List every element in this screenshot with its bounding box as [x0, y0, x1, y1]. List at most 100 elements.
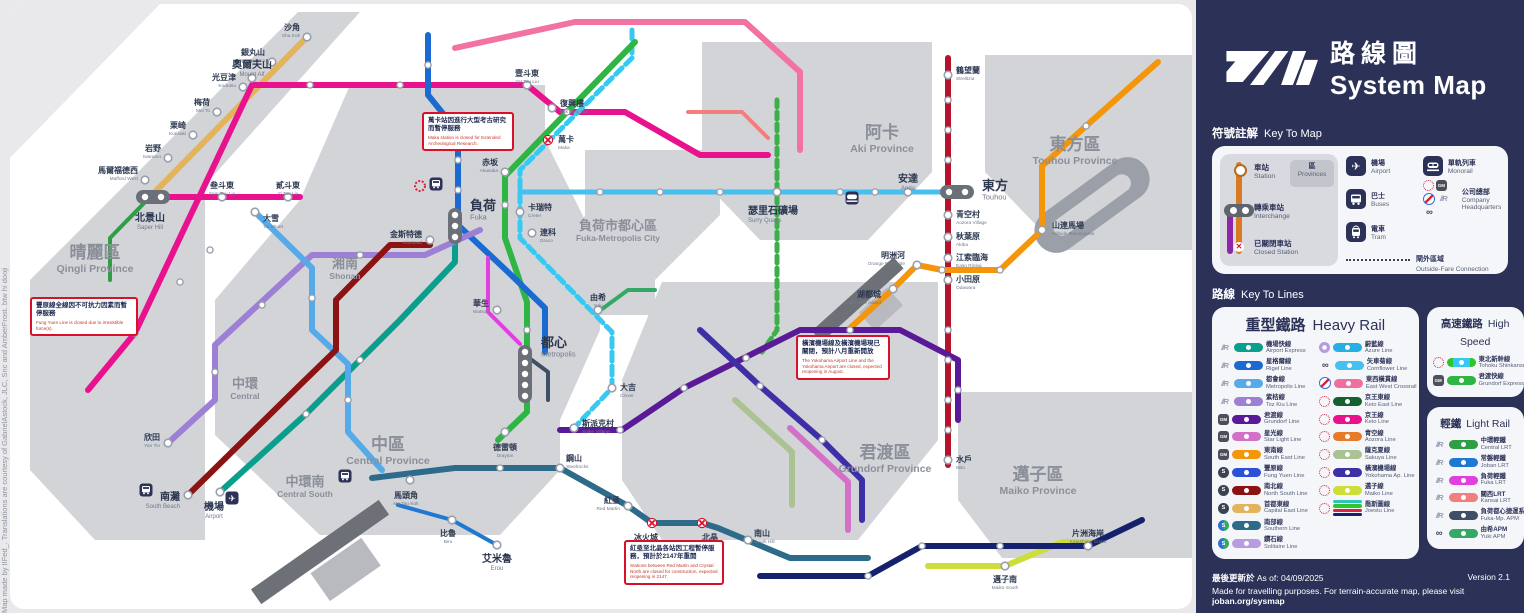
station-name-zh: 南灘 [160, 490, 180, 503]
map-station-dot [308, 294, 316, 302]
station-name-zh: 壹斗東 [515, 68, 539, 78]
station-name-zh: 秋葉原 [955, 231, 980, 241]
map-station [405, 475, 415, 485]
version-label: Version 2.1 [1467, 572, 1510, 582]
map-station-dot [306, 81, 314, 89]
line-pill [1234, 343, 1263, 353]
map-station [555, 463, 565, 473]
station-name-zh: 華生 [473, 298, 489, 308]
interchange-marker [1224, 204, 1254, 217]
map-station [188, 130, 198, 140]
station-name-zh: 江索臨海 [956, 252, 988, 262]
map-station [515, 207, 525, 217]
map-station [1000, 561, 1010, 571]
compass-logo-icon [1422, 193, 1435, 205]
map-station-dot [918, 542, 926, 550]
infinity-operator-icon: ∞ [1321, 360, 1329, 372]
station-name-en: Mei To [196, 108, 210, 114]
gm-operator-icon: GM [1218, 449, 1229, 461]
jr-operator-icon: //R [1435, 511, 1444, 521]
line-pill [1234, 396, 1263, 406]
station-name-zh: 都心 [540, 335, 567, 350]
station-name-zh: 斯派克村 [582, 418, 614, 428]
airport-runway [250, 499, 390, 605]
station-name-zh: 萬卡 [558, 134, 574, 144]
station-name-en: Watson [473, 309, 489, 315]
station-name-en: Yuki [593, 303, 602, 309]
map-station-dot [944, 326, 952, 334]
sysmap-link[interactable]: joban.org/sysmap [1212, 596, 1285, 606]
map-station-dot [818, 436, 826, 444]
station-name-en: Erou [491, 566, 504, 572]
station-name-zh: 山連馬場 [1052, 220, 1084, 230]
map-station [447, 515, 457, 525]
map-station [238, 82, 248, 92]
map-station [163, 153, 173, 163]
map-station [492, 540, 502, 550]
station-name-zh: 南山 [754, 528, 770, 538]
line-pill [1232, 521, 1261, 531]
map-bus-icon [338, 469, 352, 483]
map-station-dot [871, 188, 879, 196]
map-station-dot [454, 156, 462, 164]
line-pill [1332, 414, 1362, 424]
map-line-north-south-line [185, 242, 433, 498]
map-line-fuka-lrt [486, 256, 522, 346]
map-station [547, 103, 557, 113]
station-name-en: Yat Tau Liu [515, 79, 539, 85]
map-station-dot [938, 266, 946, 274]
province-name-zh: 君渡區 [860, 442, 911, 462]
last-updated: 最後更新於 As of: 04/09/2025 [1212, 573, 1324, 583]
station-name-zh: 紅亟 [604, 495, 620, 505]
map-station [183, 490, 193, 500]
infinity-logo-icon: ∞ [1425, 207, 1433, 218]
province-name-en: Touhou Province [1033, 155, 1118, 167]
station-name-en: Lakeshire Island [846, 300, 881, 306]
tram-icon [1346, 222, 1366, 242]
map-station [943, 455, 953, 465]
station-name-zh: 北景山 [135, 211, 165, 224]
line-pill [1232, 539, 1261, 549]
station-name-en: Aozora Village [956, 220, 987, 226]
company-logos: GM //R ∞ [1422, 180, 1457, 218]
map-station [943, 210, 953, 220]
station-name-zh: 馬爾福德西 [98, 165, 138, 175]
red-swirl-logo-icon [1422, 180, 1434, 191]
map-line-surry-branch [759, 97, 780, 355]
station-name-en: Steelrocks [566, 464, 589, 470]
map-interchange [518, 345, 532, 403]
station-name-zh: 金斯特德 [389, 229, 422, 239]
map-station-dot [680, 384, 688, 392]
jr-operator-icon: //R [1435, 439, 1444, 449]
map-station-dot [954, 386, 962, 394]
map-station [903, 187, 913, 197]
logo-title-en: System Map [1330, 70, 1487, 100]
province-name-zh: 中區 [371, 434, 405, 454]
map-line-keio-line-west [85, 82, 771, 393]
logo-block: 路線圖 System Map [1196, 0, 1524, 125]
map-station-dot [496, 464, 504, 472]
station-name-en: Orange Riverside [868, 261, 906, 267]
station-name-en: Kinstead [403, 240, 422, 246]
map-station [163, 438, 173, 448]
map-line-tsz-kiu-line [165, 227, 483, 446]
